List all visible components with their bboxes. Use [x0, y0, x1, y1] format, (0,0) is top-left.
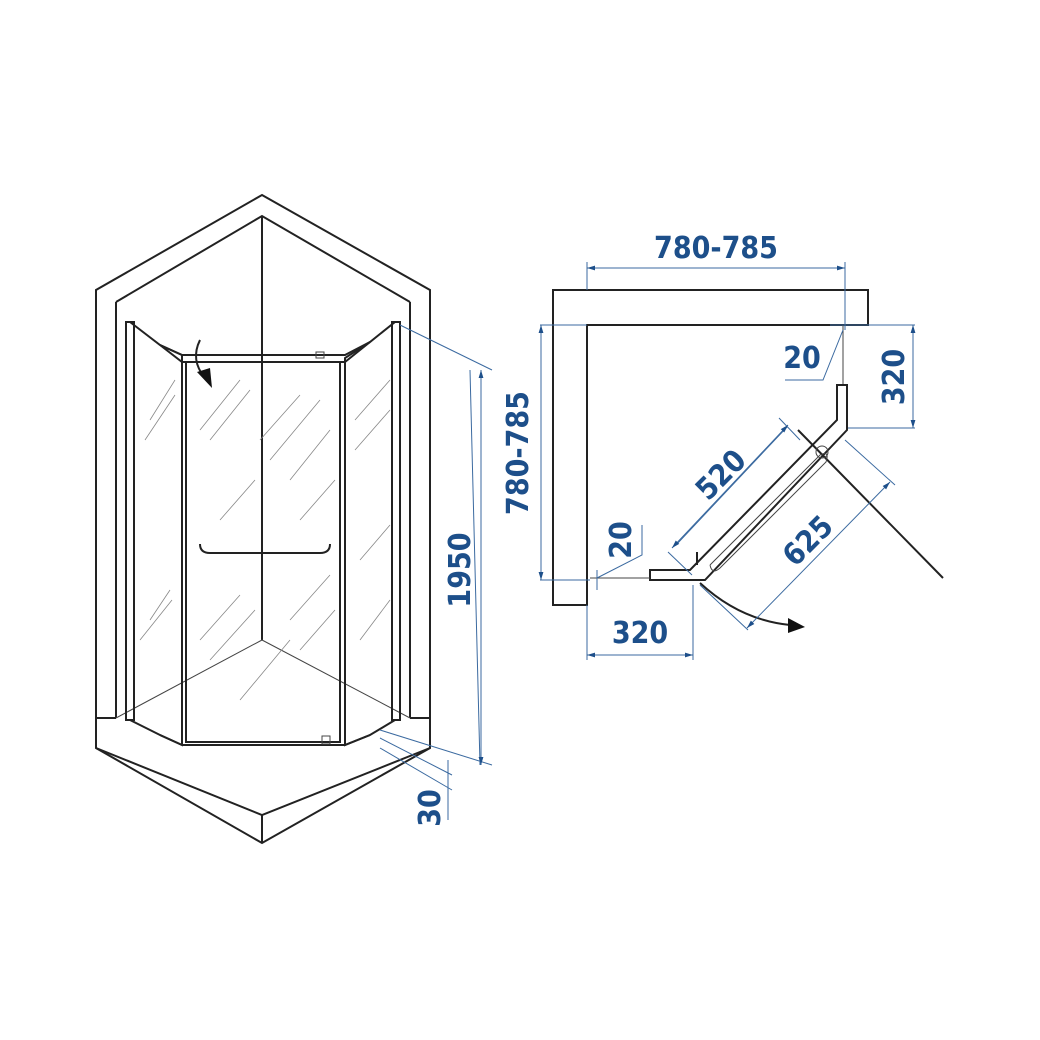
right-panel-frame: [344, 321, 401, 747]
hinge-pin: [815, 445, 829, 459]
top-bar: [129, 321, 396, 363]
wall-gap-top-label: 20: [783, 341, 821, 376]
swing-arrow-head: [197, 368, 212, 388]
plan-view: [538, 262, 944, 660]
door-leaf: [797, 429, 944, 579]
glass-reflections: [139, 379, 391, 701]
door-handle: [199, 543, 331, 554]
tray: [95, 717, 431, 843]
tray-height-label: 30: [413, 789, 448, 827]
tray-floor: [115, 639, 411, 719]
plan-width-label: 780-785: [654, 231, 778, 266]
opening-arrow-head: [788, 618, 805, 633]
right-side-panel: [649, 384, 848, 581]
door-opening-label: 625: [776, 509, 841, 574]
tray-dim-lines: [379, 737, 453, 820]
isometric-view: [95, 193, 493, 845]
inner-walls: [115, 214, 411, 718]
opening-arrow: [699, 582, 791, 626]
hinge: [315, 351, 325, 359]
wall-gap-left-label: 20: [604, 521, 639, 559]
door: [129, 362, 396, 746]
door-width-label: 520: [689, 443, 754, 508]
height-dim-lines: [379, 324, 493, 766]
opening-dim: [746, 481, 891, 629]
side-panel-right-label: 320: [877, 349, 912, 405]
extension-lines: [540, 262, 915, 660]
hinge-bottom: [321, 735, 331, 745]
opening-ext: [699, 439, 896, 631]
walls: [552, 289, 869, 606]
door-handle-plan: [709, 453, 828, 572]
door-width-dim: [671, 424, 789, 549]
side-panel-bottom-label: 320: [612, 616, 668, 651]
plan-depth-label: 780-785: [501, 391, 536, 515]
left-panel-frame: [125, 321, 183, 747]
height-label: 1950: [443, 532, 478, 607]
gap-leaders: [596, 324, 860, 590]
